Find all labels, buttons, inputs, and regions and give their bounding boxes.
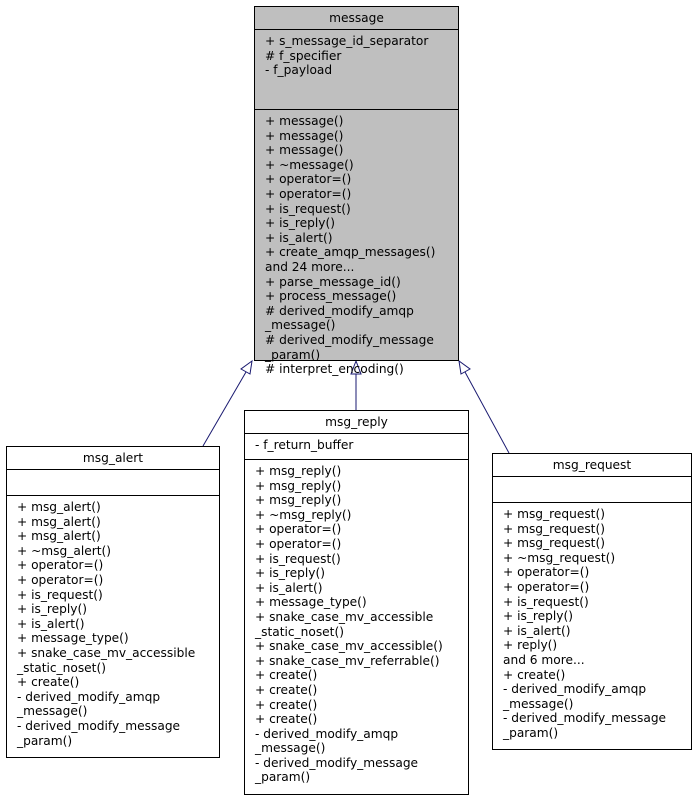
member-line: # interpret_encoding() xyxy=(265,362,404,377)
member-line: + ~message() xyxy=(265,157,354,172)
member-line: + msg_alert() xyxy=(17,500,101,514)
arrowhead-msg-alert xyxy=(240,359,253,375)
member-line: + create() xyxy=(255,668,318,683)
member-line: _message() xyxy=(255,741,326,756)
member-line: + msg_alert() xyxy=(17,529,101,544)
member-line: - derived_modify_message xyxy=(17,718,181,733)
class-msg-request: msg_request + msg_request()+ msg_request… xyxy=(492,453,692,750)
member-line: + operator=() xyxy=(255,522,342,537)
member-line: + is_reply() xyxy=(265,216,336,231)
member-line: + is_request() xyxy=(503,594,589,609)
methods-section: + message()+ message()+ message()+ ~mess… xyxy=(255,110,458,380)
member-line: + message_type() xyxy=(255,595,367,610)
member-line: - f_return_buffer xyxy=(255,438,354,452)
member-line: + create() xyxy=(255,682,318,697)
member-line: - derived_modify_amqp xyxy=(503,682,647,697)
attributes-section: + s_message_id_separator# f_specifier- f… xyxy=(255,30,458,110)
member-line: + is_request() xyxy=(255,551,341,566)
member-line: + message() xyxy=(265,143,344,158)
member-line: + create() xyxy=(503,667,566,682)
member-line: _param() xyxy=(503,725,559,740)
class-name: message xyxy=(255,7,458,30)
member-line: and 6 more... xyxy=(503,652,585,667)
arrowhead-msg-reply xyxy=(350,359,362,375)
member-line: _message() xyxy=(17,704,88,719)
member-line: and 24 more... xyxy=(265,259,355,274)
member-line: + is_alert() xyxy=(17,616,85,631)
member-line: + snake_case_mv_referrable() xyxy=(255,653,440,668)
class-name: msg_reply xyxy=(245,411,468,434)
member-line: + parse_message_id() xyxy=(265,274,401,289)
class-msg-reply: msg_reply - f_return_buffer + msg_reply(… xyxy=(244,410,469,795)
member-line: + snake_case_mv_accessible xyxy=(255,609,434,624)
member-line: - derived_modify_message xyxy=(255,755,419,770)
member-line: + is_alert() xyxy=(503,623,571,638)
member-line: + msg_alert() xyxy=(17,514,101,529)
methods-section: + msg_request()+ msg_request()+ msg_requ… xyxy=(493,503,691,744)
attributes-section xyxy=(7,470,219,496)
class-msg-alert: msg_alert + msg_alert()+ msg_alert()+ ms… xyxy=(6,446,220,758)
member-line: + s_message_id_separator xyxy=(265,34,429,48)
member-line: + operator=() xyxy=(17,558,104,573)
arrowhead-msg-request xyxy=(458,359,471,375)
member-line: + is_reply() xyxy=(503,609,574,624)
member-line: # derived_modify_message xyxy=(265,332,434,347)
member-line: + snake_case_mv_accessible() xyxy=(255,639,443,654)
member-line: + is_reply() xyxy=(255,566,326,581)
member-line: + operator=() xyxy=(503,565,590,580)
member-line: + is_request() xyxy=(265,201,351,216)
member-line: - derived_modify_amqp xyxy=(255,726,399,741)
member-line: + operator=() xyxy=(265,172,352,187)
member-line: + operator=() xyxy=(265,186,352,201)
member-line: + msg_request() xyxy=(503,521,605,536)
member-line: + is_reply() xyxy=(17,602,88,617)
member-line: + is_alert() xyxy=(265,230,333,245)
member-line: + msg_request() xyxy=(503,507,605,521)
member-line: + msg_reply() xyxy=(255,478,342,493)
member-line: # f_specifier xyxy=(265,48,342,63)
member-line: + snake_case_mv_accessible xyxy=(17,645,196,660)
member-line: _message() xyxy=(503,696,574,711)
member-line: + operator=() xyxy=(17,572,104,587)
member-line: - f_payload xyxy=(265,63,333,78)
member-line: + is_alert() xyxy=(255,580,323,595)
class-name: msg_request xyxy=(493,454,691,477)
member-line: + ~msg_reply() xyxy=(255,507,352,522)
member-line: _static_noset() xyxy=(17,660,106,675)
methods-section: + msg_alert()+ msg_alert()+ msg_alert()+… xyxy=(7,496,219,751)
member-line: _param() xyxy=(17,733,73,748)
member-line: _param() xyxy=(255,770,311,785)
member-line: + is_request() xyxy=(17,587,103,602)
member-line: + create() xyxy=(17,675,80,690)
member-line: + msg_request() xyxy=(503,536,605,551)
class-message: message + s_message_id_separator# f_spec… xyxy=(254,6,459,376)
member-line: + message_type() xyxy=(17,631,129,646)
member-line: _param() xyxy=(265,347,321,362)
member-line: + create() xyxy=(255,712,318,727)
member-line: + msg_reply() xyxy=(255,464,342,478)
member-line: + operator=() xyxy=(503,579,590,594)
edge-msg-alert-to-message xyxy=(202,371,247,447)
member-line: + operator=() xyxy=(255,536,342,551)
member-line: + create_amqp_messages() xyxy=(265,245,436,260)
member-line: + message() xyxy=(265,114,344,128)
member-line: # derived_modify_amqp xyxy=(265,303,414,318)
member-line: + create() xyxy=(255,697,318,712)
member-line: _static_noset() xyxy=(255,624,344,639)
member-line: + msg_reply() xyxy=(255,493,342,508)
member-line: - derived_modify_message xyxy=(503,711,667,726)
class-name: msg_alert xyxy=(7,447,219,470)
attributes-section: - f_return_buffer xyxy=(245,434,468,460)
methods-section: + msg_reply()+ msg_reply()+ msg_reply()+… xyxy=(245,460,468,788)
member-line: _message() xyxy=(265,318,336,333)
edge-msg-request-to-message xyxy=(464,371,510,454)
member-line: - derived_modify_amqp xyxy=(17,689,161,704)
member-line: + reply() xyxy=(503,638,558,653)
member-line: + ~msg_request() xyxy=(503,550,616,565)
member-line: + message() xyxy=(265,128,344,143)
member-line: + process_message() xyxy=(265,289,397,304)
member-line: + ~msg_alert() xyxy=(17,543,112,558)
attributes-section xyxy=(493,477,691,503)
